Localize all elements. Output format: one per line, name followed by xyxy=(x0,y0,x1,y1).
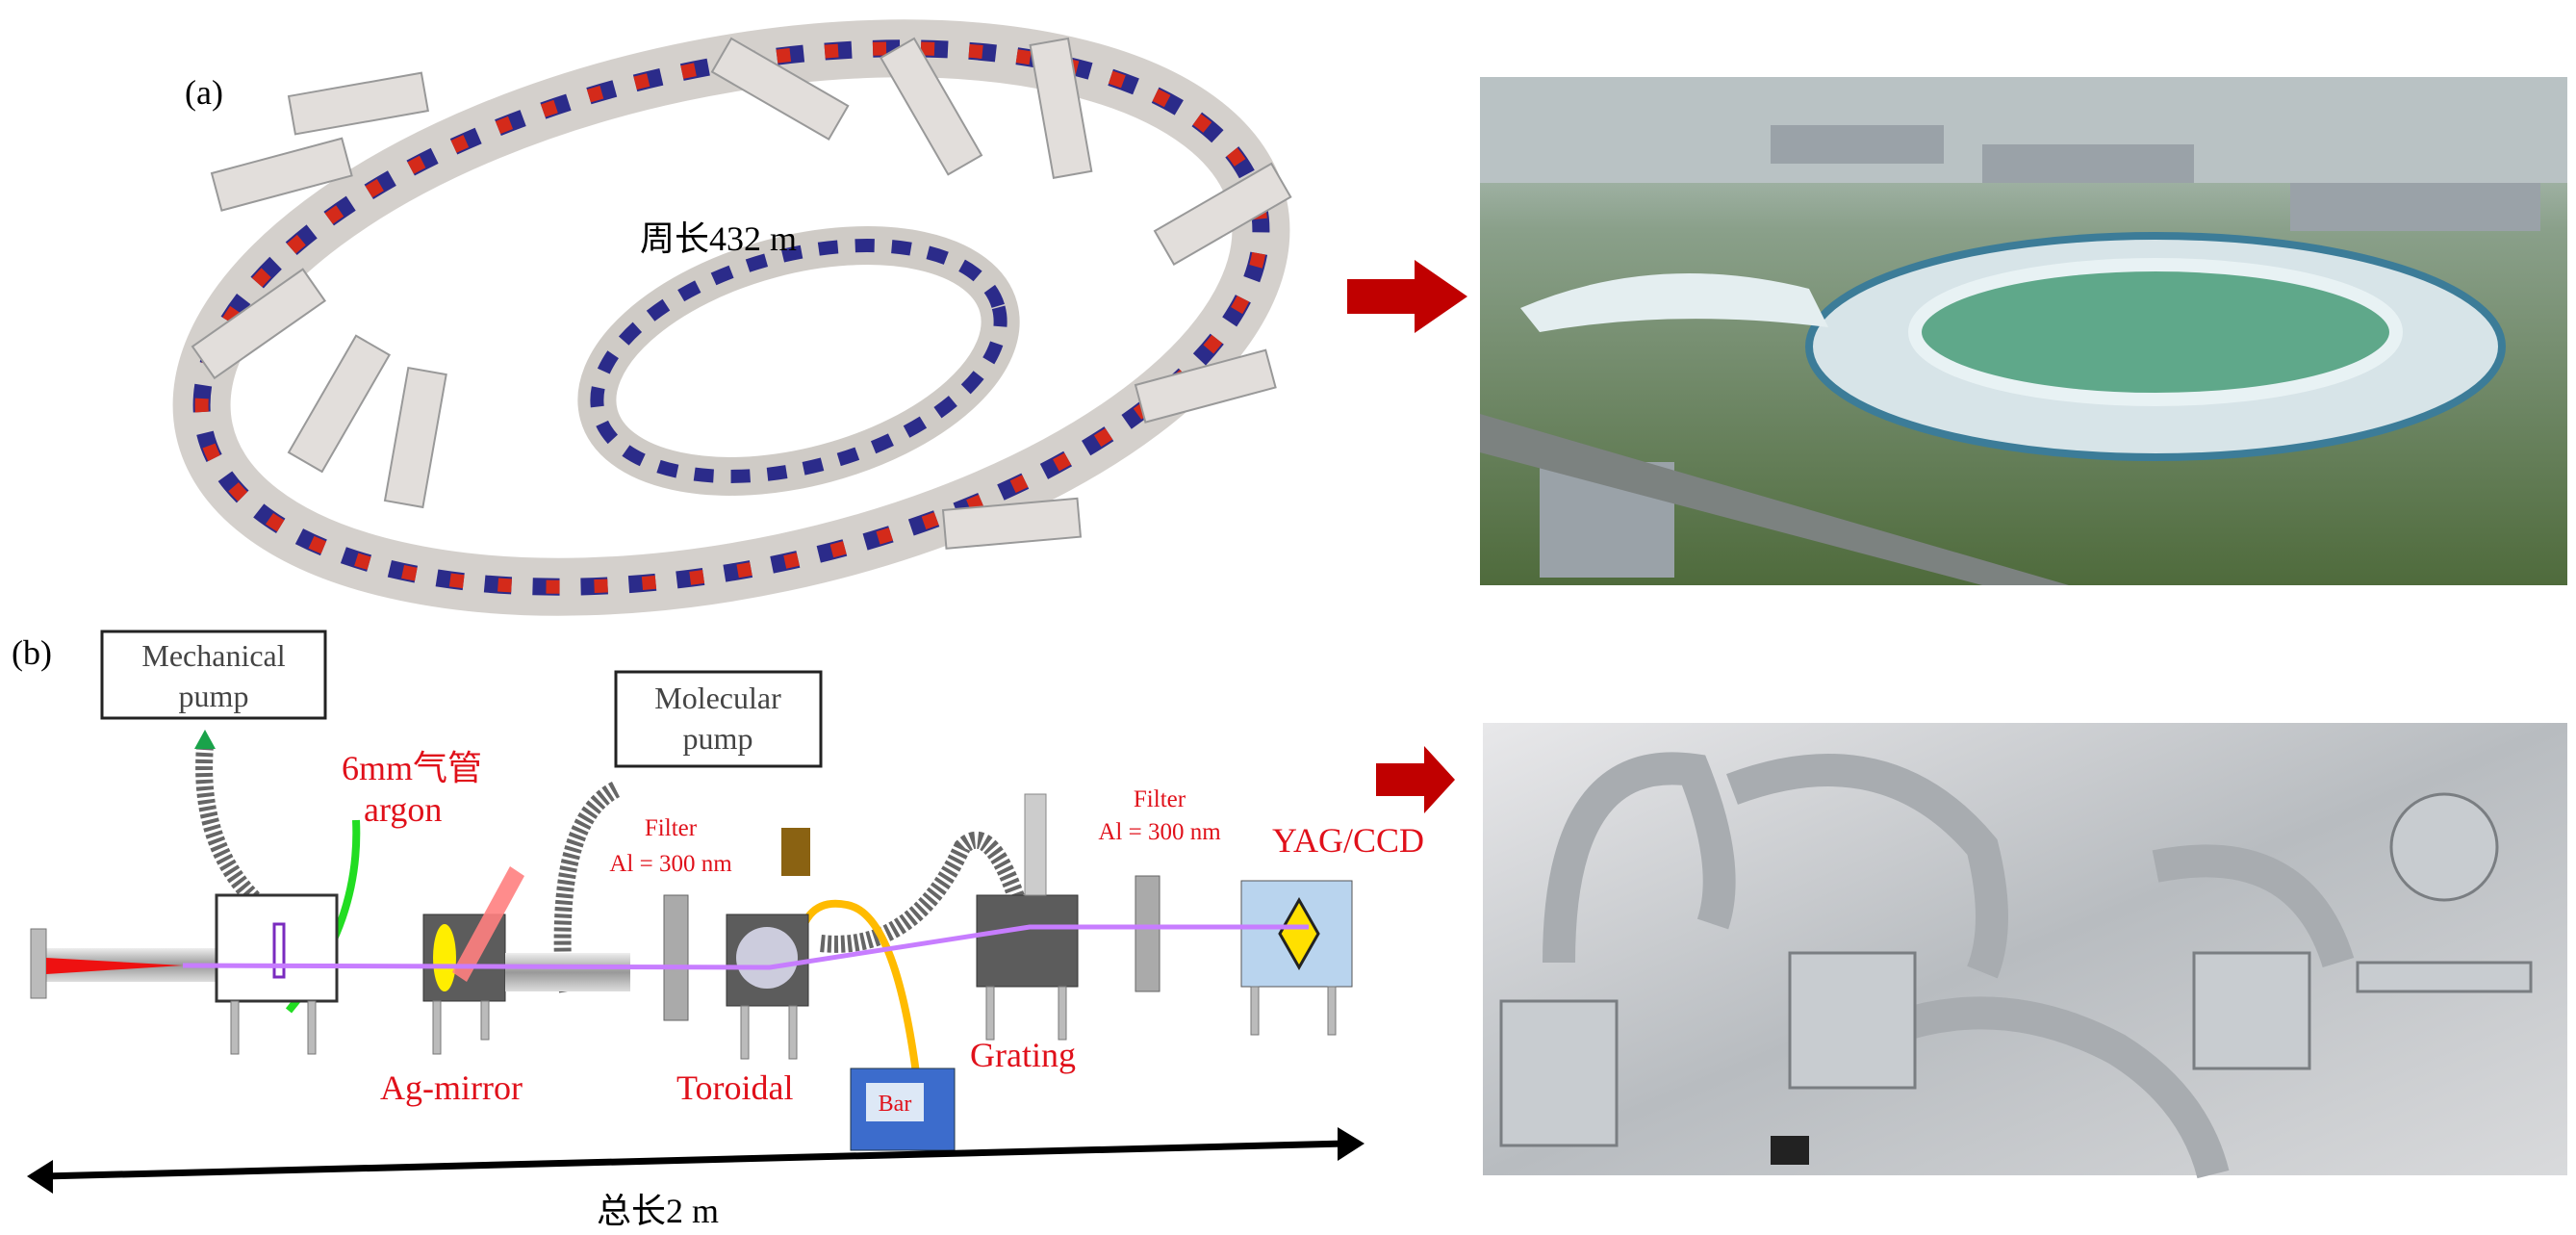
filter2-thickness: Al = 300 nm xyxy=(1098,819,1221,845)
exhaust-arrow-icon xyxy=(194,730,216,749)
svg-text:Mechanical: Mechanical xyxy=(141,638,285,673)
storage-ring-schematic xyxy=(172,19,1292,616)
gas-tube-label: 6mm气管 xyxy=(342,749,482,787)
total-length-label: 总长2 m xyxy=(597,1192,719,1230)
beamline xyxy=(30,793,1353,1060)
panel-a-label: (a) xyxy=(185,73,223,112)
filter1-thickness: Al = 300 nm xyxy=(609,851,732,877)
detector-label: YAG/CCD xyxy=(1272,821,1424,860)
filter1-label: Filter xyxy=(645,815,698,841)
ag-mirror-label: Ag-mirror xyxy=(380,1068,523,1107)
svg-text:Bar: Bar xyxy=(879,1092,912,1117)
molecular-pump-box: Molecular pump xyxy=(614,670,823,768)
grating-label: Grating xyxy=(970,1036,1076,1074)
svg-text:pump: pump xyxy=(179,679,249,713)
panel-b-label: (b) xyxy=(12,633,52,672)
arrow-right-icon xyxy=(1347,260,1467,333)
mechanical-pump-box: Mechanical pump xyxy=(100,630,327,720)
circumference-label: 周长432 m xyxy=(640,219,797,258)
pressure-gauge: Bar xyxy=(850,1068,956,1151)
length-arrow xyxy=(27,1127,1365,1194)
beamline-lab-photo xyxy=(1483,723,2567,1179)
facility-aerial-photo xyxy=(1480,77,2567,585)
filter2-label: Filter xyxy=(1134,786,1186,812)
arrow-right-icon xyxy=(1376,746,1455,813)
toroidal-label: Toroidal xyxy=(676,1068,793,1107)
argon-label: argon xyxy=(364,790,442,829)
svg-text:Molecular: Molecular xyxy=(654,681,781,715)
svg-text:pump: pump xyxy=(683,721,753,756)
